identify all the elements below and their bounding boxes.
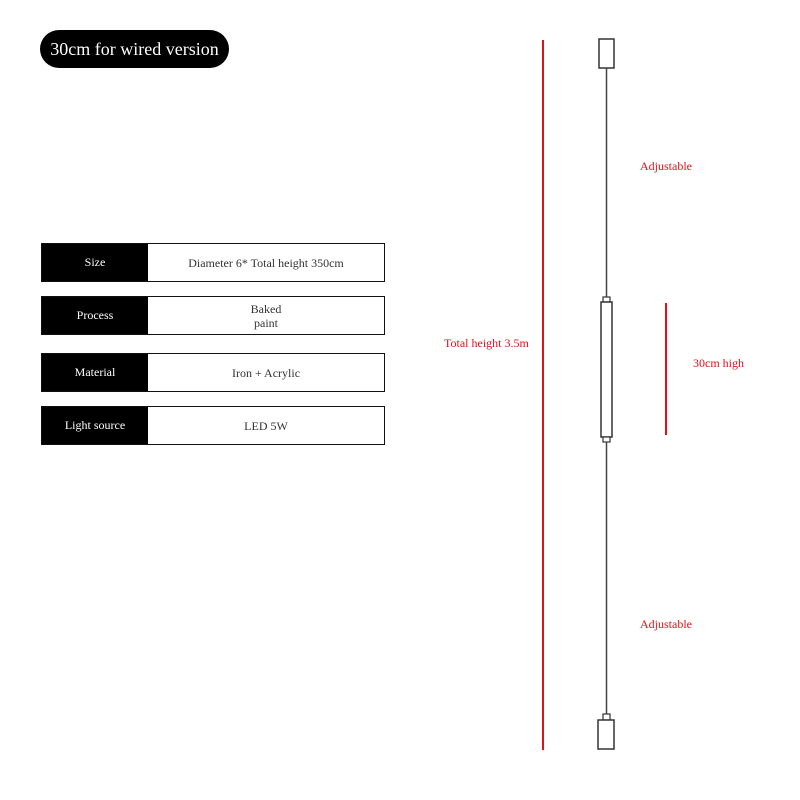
- lamp-height-label: 30cm high: [693, 356, 744, 370]
- spec-value: LED 5W: [244, 418, 288, 433]
- spec-value: Baked paint: [148, 297, 384, 334]
- lower-connector: [602, 436, 611, 443]
- spec-value-line1: Baked: [250, 301, 282, 316]
- spec-label: Size: [42, 244, 148, 281]
- title-badge: 30cm for wired version: [40, 30, 229, 68]
- spec-label: Process: [42, 297, 148, 334]
- floor-connector: [602, 713, 611, 721]
- spec-label: Material: [42, 354, 148, 391]
- total-height-label: Total height 3.5m: [444, 336, 529, 350]
- lamp-tube: [600, 301, 613, 438]
- spec-row-material: Material Iron + Acrylic: [41, 353, 385, 392]
- spec-value: Diameter 6* Total height 350cm: [188, 255, 344, 270]
- adjustable-top-label: Adjustable: [640, 159, 692, 173]
- ceiling-canopy: [598, 38, 615, 69]
- spec-value: Iron + Acrylic: [231, 365, 301, 380]
- spec-row-size: Size Diameter 6* Total height 350cm: [41, 243, 385, 282]
- adjustable-bottom-label: Adjustable: [640, 617, 692, 631]
- spec-label: Light source: [42, 407, 148, 444]
- spec-row-light-source: Light source LED 5W: [41, 406, 385, 445]
- spec-row-process: Process Baked paint: [41, 296, 385, 335]
- floor-base: [597, 719, 615, 750]
- spec-value-line2: paint: [254, 315, 278, 330]
